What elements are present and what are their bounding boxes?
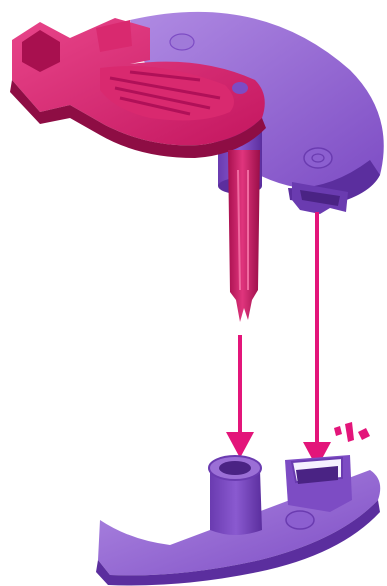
- lower-purple-base: [96, 455, 380, 585]
- insert-arrow-left: [226, 335, 254, 458]
- insert-arrow-right: [303, 212, 331, 468]
- snap-click-icon: [334, 422, 370, 442]
- magenta-stem: [228, 150, 260, 322]
